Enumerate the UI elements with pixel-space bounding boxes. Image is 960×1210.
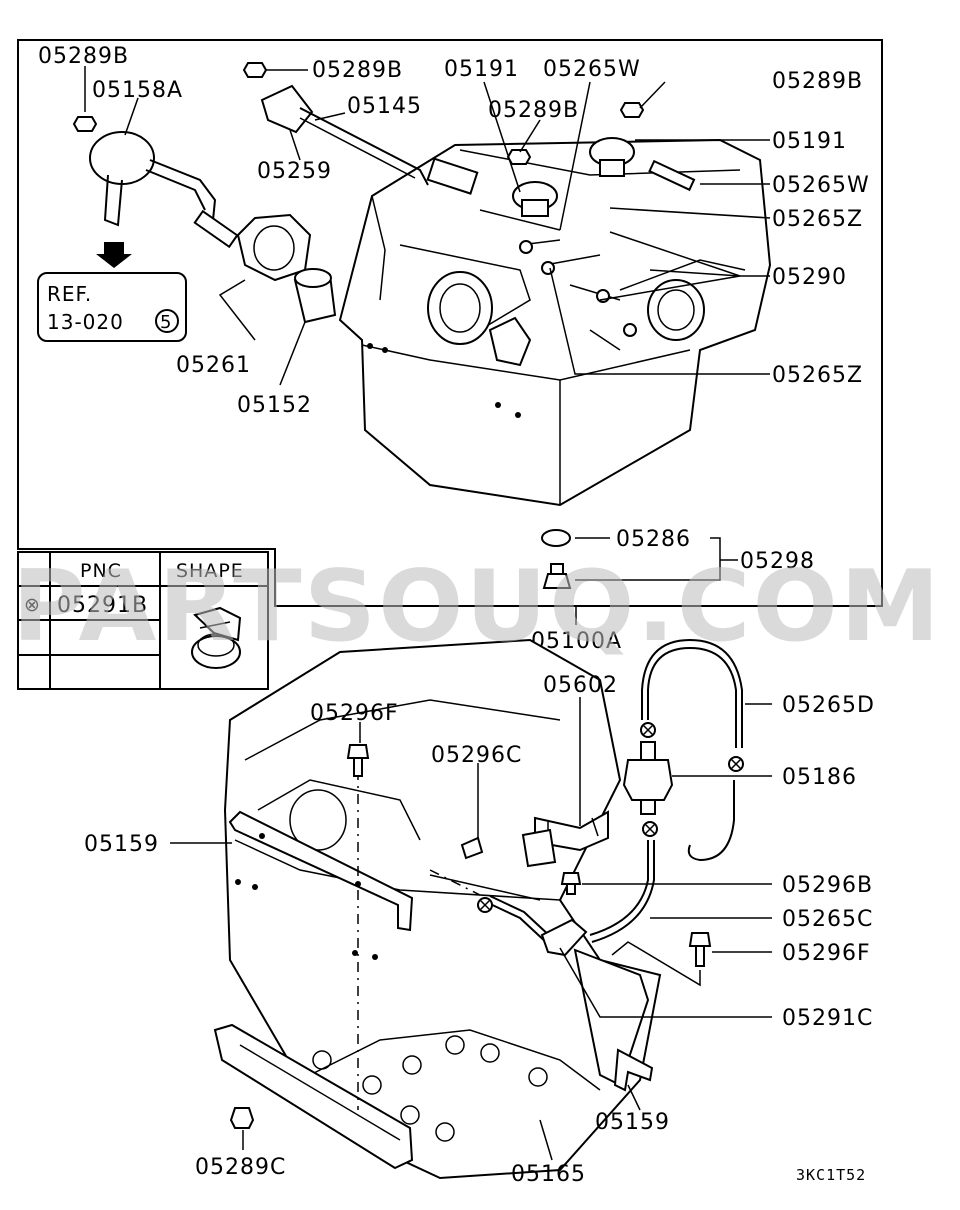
filter-bracket-05602 (521, 810, 609, 868)
reference-box: REF. 13-020 5 (37, 272, 187, 342)
diagram-code: 3KC1T52 (796, 1166, 866, 1184)
part-label: 05265Z (772, 363, 863, 388)
drain-plug-05298 (542, 563, 572, 589)
part-label: 05165 (511, 1162, 586, 1187)
upper-frame (17, 39, 883, 607)
labels-upper: 05289B 05158A 05289B 05145 05259 05191 0… (38, 44, 870, 654)
part-label: 05289C (195, 1155, 286, 1180)
part-label: 05296C (431, 743, 522, 768)
part-label: 05289B (488, 98, 579, 123)
bracket-05159-right (611, 941, 701, 987)
part-label: 05265D (782, 693, 875, 718)
part-label: 05265C (782, 907, 873, 932)
legend-symbol: ⊗ (24, 594, 41, 616)
labels-lower: 05602 05265D 05296F 05296C 05186 05159 0… (84, 673, 875, 1187)
arrow-down-icon (96, 242, 132, 268)
part-label: 05186 (782, 765, 857, 790)
fuel-filter-05186 (622, 741, 674, 815)
ref-line-2: 13-020 (47, 310, 124, 334)
legend-pnc: 05291B (57, 593, 148, 618)
fuel-hoses (485, 638, 743, 945)
leader-lines-upper (84, 66, 771, 625)
watermark: PARTSOUQ.COM (12, 550, 942, 664)
hose-clip-markers (477, 722, 744, 913)
part-label: 05159 (84, 832, 159, 857)
legend-header-pnc: PNC (80, 560, 122, 582)
fuel-tank-upper (338, 138, 772, 507)
fuel-pump (293, 268, 337, 324)
part-label: 05289B (312, 58, 403, 83)
part-label: 05261 (176, 353, 251, 378)
part-label: 05145 (347, 94, 422, 119)
part-label: 05289B (38, 44, 129, 69)
fuel-sender-unit (89, 131, 239, 249)
filler-cap-2 (589, 137, 635, 177)
leader-lines-lower (170, 697, 772, 1161)
part-label: 05159 (595, 1110, 670, 1135)
part-label: 05191 (444, 57, 519, 82)
part-label: 05265W (543, 57, 641, 82)
part-label: 05265Z (772, 207, 863, 232)
bolt-parts (229, 744, 712, 1129)
part-label: 05291C (782, 1006, 873, 1031)
clamp-05291c (540, 918, 588, 957)
filler-cap-1 (512, 181, 558, 217)
legend-table: PNC SHAPE ⊗ 05291B (17, 551, 269, 690)
gasket (236, 213, 312, 282)
part-label: 05286 (616, 527, 691, 552)
hose-05265w (648, 159, 696, 192)
part-label: 05152 (237, 393, 312, 418)
washer-05286 (541, 529, 571, 547)
ref-line-1: REF. (47, 282, 92, 306)
part-label: 05265W (772, 173, 870, 198)
part-label: 05298 (740, 549, 815, 574)
ref-circled-number: 5 (160, 312, 172, 333)
centerlines (357, 770, 481, 1110)
part-label: 05259 (257, 159, 332, 184)
part-label: 05158A (92, 78, 183, 103)
part-label: 05296F (782, 941, 871, 966)
part-label: 05290 (772, 265, 847, 290)
clamp-shape-icon (191, 606, 242, 669)
part-label: 05296F (310, 701, 399, 726)
part-label: 05289B (772, 69, 863, 94)
bracket-05159 (228, 810, 414, 932)
part-label: 05602 (543, 673, 618, 698)
legend-header-shape: SHAPE (176, 560, 244, 582)
part-label: 05296B (782, 873, 873, 898)
gauge-unit (260, 84, 429, 186)
part-label: 05191 (772, 129, 847, 154)
fuel-tank-lower (213, 638, 662, 1180)
